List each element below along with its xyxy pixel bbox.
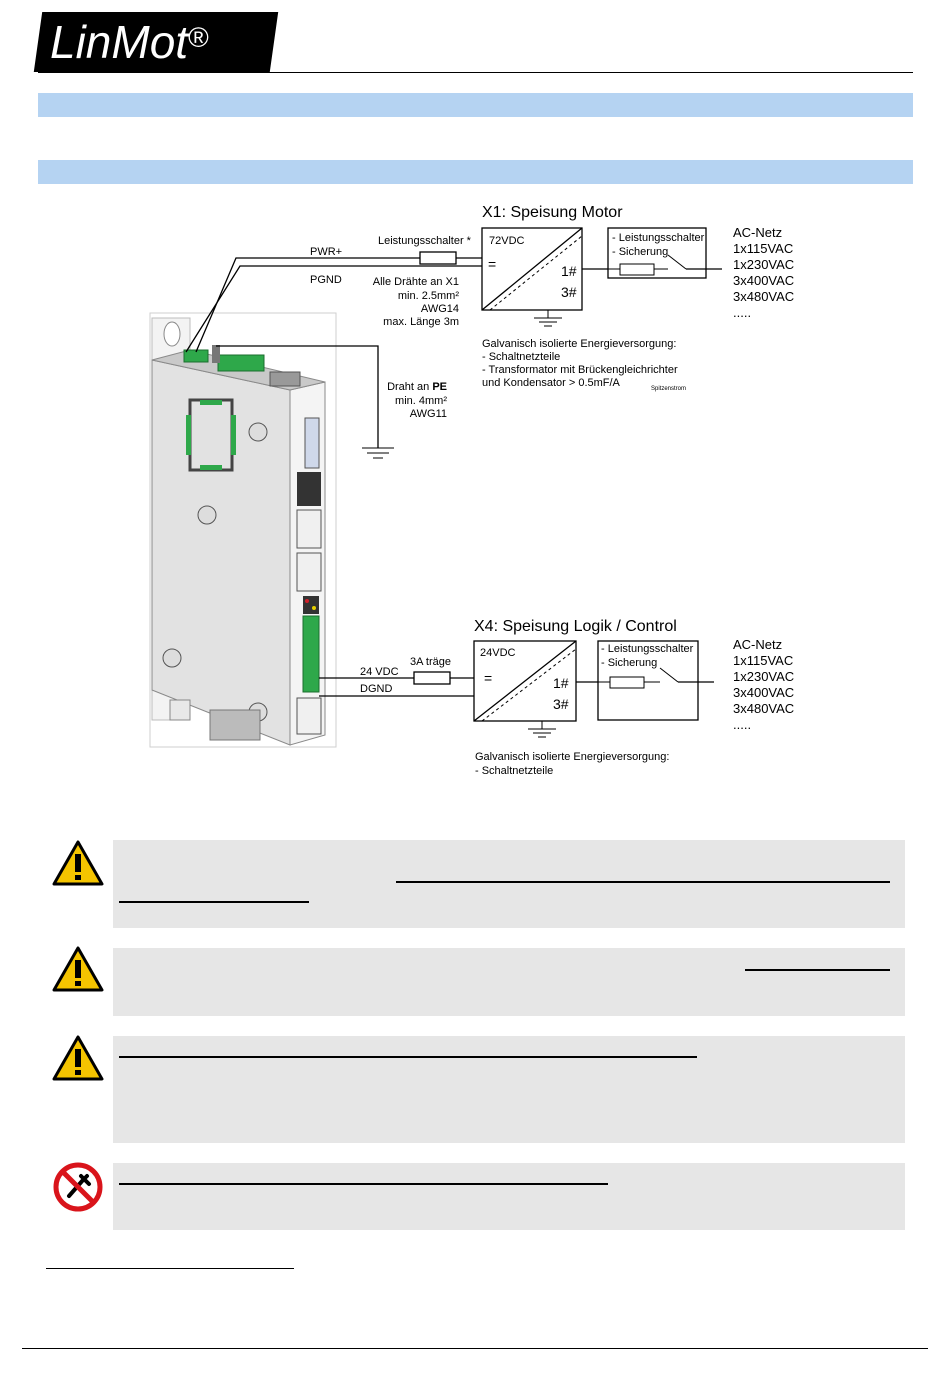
rj45-2: [296, 552, 322, 592]
screw: [162, 648, 182, 668]
svg-text:.....: .....: [733, 305, 751, 320]
svg-text:3x480VAC: 3x480VAC: [733, 289, 794, 304]
svg-text:min. 4mm²: min. 4mm²: [395, 395, 447, 407]
status-leds: [303, 596, 319, 614]
x2-terminal: [217, 354, 265, 372]
rj45-1: [296, 509, 322, 549]
svg-text:Galvanisch isolierte Energieve: Galvanisch isolierte Energieversorgung:: [475, 751, 669, 763]
top-connector: [269, 371, 301, 387]
svg-text:3x480VAC: 3x480VAC: [733, 701, 794, 716]
drive-photo-frame: [149, 312, 337, 748]
dip-switches: [304, 417, 320, 469]
pe-screw: [212, 345, 220, 363]
header-rule: [38, 72, 913, 73]
x1-title: X1: Speisung Motor: [482, 204, 623, 221]
svg-text:- Schaltnetzteile: - Schaltnetzteile: [475, 765, 553, 777]
warning-box-1: [113, 840, 905, 928]
wiring-diagram: X1: Speisung Motor Leistungsschalter * P…: [149, 204, 794, 777]
svg-text:Alle Drähte an X1: Alle Drähte an X1: [373, 276, 459, 288]
footnote-rule: [46, 1268, 294, 1269]
svg-text:min. 2.5mm²: min. 2.5mm²: [398, 290, 459, 302]
svg-text:- Sicherung: - Sicherung: [612, 246, 668, 258]
svg-text:Spitzenstrom: Spitzenstrom: [651, 386, 686, 392]
screw: [248, 422, 268, 442]
rs-connector: [297, 472, 321, 506]
x4-title: X4: Speisung Logik / Control: [474, 618, 677, 635]
svg-text:1x230VAC: 1x230VAC: [733, 257, 794, 272]
svg-text:24VDC: 24VDC: [480, 647, 516, 659]
footer-rule: [22, 1348, 928, 1349]
section-band-1: [38, 93, 913, 117]
svg-text:1x230VAC: 1x230VAC: [733, 669, 794, 684]
drive-front: [151, 359, 291, 746]
svg-text:3#: 3#: [561, 284, 577, 300]
svg-text:DGND: DGND: [360, 683, 392, 695]
svg-text:- Leistungsschalter: - Leistungsschalter: [601, 643, 694, 655]
mount-hole-top: [163, 321, 181, 347]
svg-text:3#: 3#: [553, 696, 569, 712]
svg-text:- Transformator mit Brückengle: - Transformator mit Brückengleichrichter: [482, 364, 678, 376]
svg-text:3A träge: 3A träge: [410, 656, 451, 668]
rj45-3: [296, 697, 322, 735]
svg-text:.....: .....: [733, 717, 751, 732]
svg-text:=: =: [488, 256, 496, 272]
svg-text:24 VDC: 24 VDC: [360, 666, 399, 678]
svg-text:und Kondensator > 0.5mF/A: und Kondensator > 0.5mF/A: [482, 377, 621, 389]
svg-text:1#: 1#: [553, 675, 569, 691]
x4-fuse: [413, 671, 451, 685]
svg-text:- Sicherung: - Sicherung: [601, 657, 657, 669]
svg-text:- Leistungsschalter: - Leistungsschalter: [612, 232, 705, 244]
svg-text:AWG11: AWG11: [410, 408, 447, 420]
svg-text:- Schaltnetzteile: - Schaltnetzteile: [482, 351, 560, 363]
no-tools-icon: [53, 1162, 103, 1212]
pgnd-label: PGND: [310, 274, 342, 286]
warning-triangle-icon: [52, 1035, 104, 1081]
svg-text:1x115VAC: 1x115VAC: [733, 241, 793, 256]
x1-breaker-label: Leistungsschalter *: [378, 235, 472, 247]
pe-note: Draht an PE: [387, 381, 447, 393]
warning-box-3: [113, 1036, 905, 1143]
prohibition-box: [113, 1163, 905, 1230]
svg-text:AC-Netz: AC-Netz: [733, 225, 782, 240]
x4-terminal: [302, 615, 320, 693]
svg-text:AC-Netz: AC-Netz: [733, 637, 782, 652]
screw: [197, 505, 217, 525]
svg-text:1x115VAC: 1x115VAC: [733, 653, 793, 668]
svg-text:72VDC: 72VDC: [489, 235, 525, 247]
svg-text:AWG14: AWG14: [421, 303, 459, 315]
svg-text:3x400VAC: 3x400VAC: [733, 273, 794, 288]
x1-fuse: [419, 251, 457, 265]
svg-text:max. Länge 3m: max. Länge 3m: [383, 316, 459, 328]
svg-text:Galvanisch isolierte Energieve: Galvanisch isolierte Energieversorgung:: [482, 338, 676, 350]
svg-text:=: =: [484, 670, 492, 686]
warning-triangle-icon: [52, 840, 104, 886]
warning-box-2: [113, 948, 905, 1016]
svg-text:3x400VAC: 3x400VAC: [733, 685, 794, 700]
svg-text:1#: 1#: [561, 263, 577, 279]
linmot-logo-text: LinMot®: [50, 16, 209, 68]
pwr-plus-label: PWR+: [310, 246, 342, 258]
section-band-2: [38, 160, 913, 184]
x1-terminal: [183, 349, 209, 363]
warning-triangle-icon: [52, 946, 104, 992]
